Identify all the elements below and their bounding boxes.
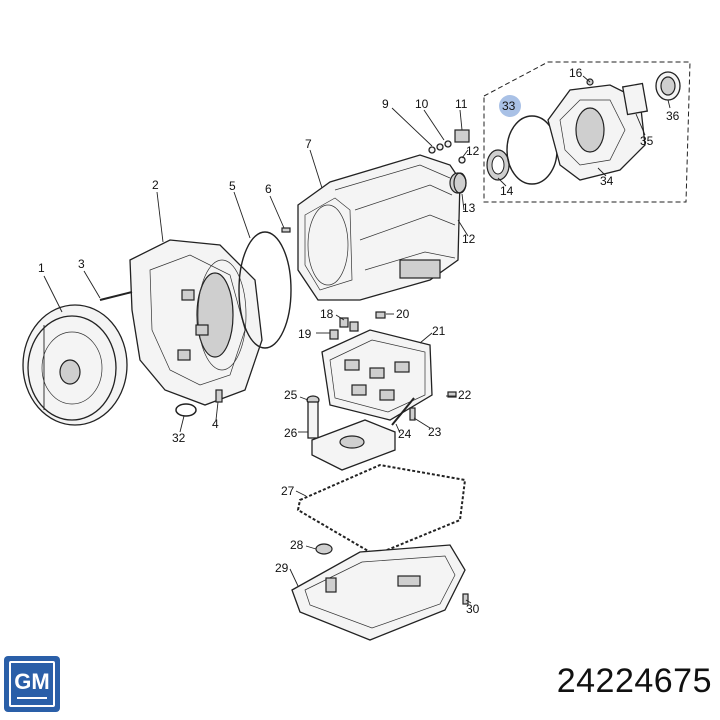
- valve-body-bolts: [329, 311, 386, 340]
- bolt-22: [447, 391, 457, 398]
- pin-6: [281, 227, 291, 233]
- callout-3: 3: [78, 257, 85, 271]
- torque-converter: [22, 304, 128, 426]
- valve-body: [321, 329, 433, 421]
- callout-9: 9: [382, 97, 389, 111]
- rod-24: [391, 397, 415, 426]
- pan-gasket: [296, 463, 467, 557]
- bolt-23: [409, 407, 416, 421]
- callout-12-upper: 12: [466, 144, 480, 158]
- callout-20: 20: [396, 307, 410, 321]
- oil-pan: [291, 544, 466, 641]
- callout-29: 29: [275, 561, 289, 575]
- part-number: 24224675: [556, 662, 712, 700]
- callout-12-lower: 12: [462, 232, 476, 246]
- bolt-30: [462, 593, 469, 605]
- callout-21: 21: [432, 324, 446, 338]
- callout-35: 35: [640, 134, 654, 148]
- callout-7: 7: [305, 137, 312, 151]
- callout-24: 24: [398, 427, 412, 441]
- gm-logo: GM: [4, 656, 60, 712]
- callout-19: 19: [298, 327, 312, 341]
- callout-5: 5: [229, 179, 236, 193]
- callout-30: 30: [466, 602, 480, 616]
- callout-25: 25: [284, 388, 298, 402]
- seal-13: [453, 172, 467, 194]
- converter-housing: [129, 239, 263, 406]
- callout-10: 10: [415, 97, 429, 111]
- callout-36: 36: [666, 109, 680, 123]
- callout-14: 14: [500, 184, 514, 198]
- oil-filter: [306, 395, 396, 471]
- gm-logo-text: GM: [9, 661, 55, 707]
- callout-32: 32: [172, 431, 186, 445]
- extension-housing-group: [486, 71, 681, 185]
- bolt-3: [99, 291, 133, 301]
- callout-11: 11: [455, 97, 468, 111]
- callout-34: 34: [600, 174, 614, 188]
- plug-assembly: [428, 129, 470, 164]
- clip-32: [175, 403, 197, 417]
- callout-2: 2: [152, 178, 159, 192]
- callout-4: 4: [212, 417, 219, 431]
- callout-22: 22: [458, 388, 472, 402]
- leader-lines: [43, 75, 671, 604]
- callout-13: 13: [462, 201, 476, 215]
- highlight-33: [499, 95, 521, 117]
- drain-plug: [315, 543, 333, 555]
- callout-16: 16: [569, 66, 583, 80]
- callout-18: 18: [320, 307, 334, 321]
- callout-26: 26: [284, 426, 298, 440]
- inset-group-box: [483, 61, 691, 203]
- callout-labels: 1 2 3 4 5 6 7 9 10 11 12 12 13 14 16 18 …: [38, 66, 680, 616]
- callout-33: 33: [502, 99, 516, 113]
- bolt-4: [215, 389, 223, 403]
- transmission-case: [297, 154, 467, 301]
- callout-6: 6: [265, 182, 272, 196]
- callout-23: 23: [428, 425, 442, 439]
- callout-27: 27: [281, 484, 295, 498]
- pump-seal-ring: [238, 231, 292, 349]
- callout-1: 1: [38, 261, 45, 275]
- callout-28: 28: [290, 538, 304, 552]
